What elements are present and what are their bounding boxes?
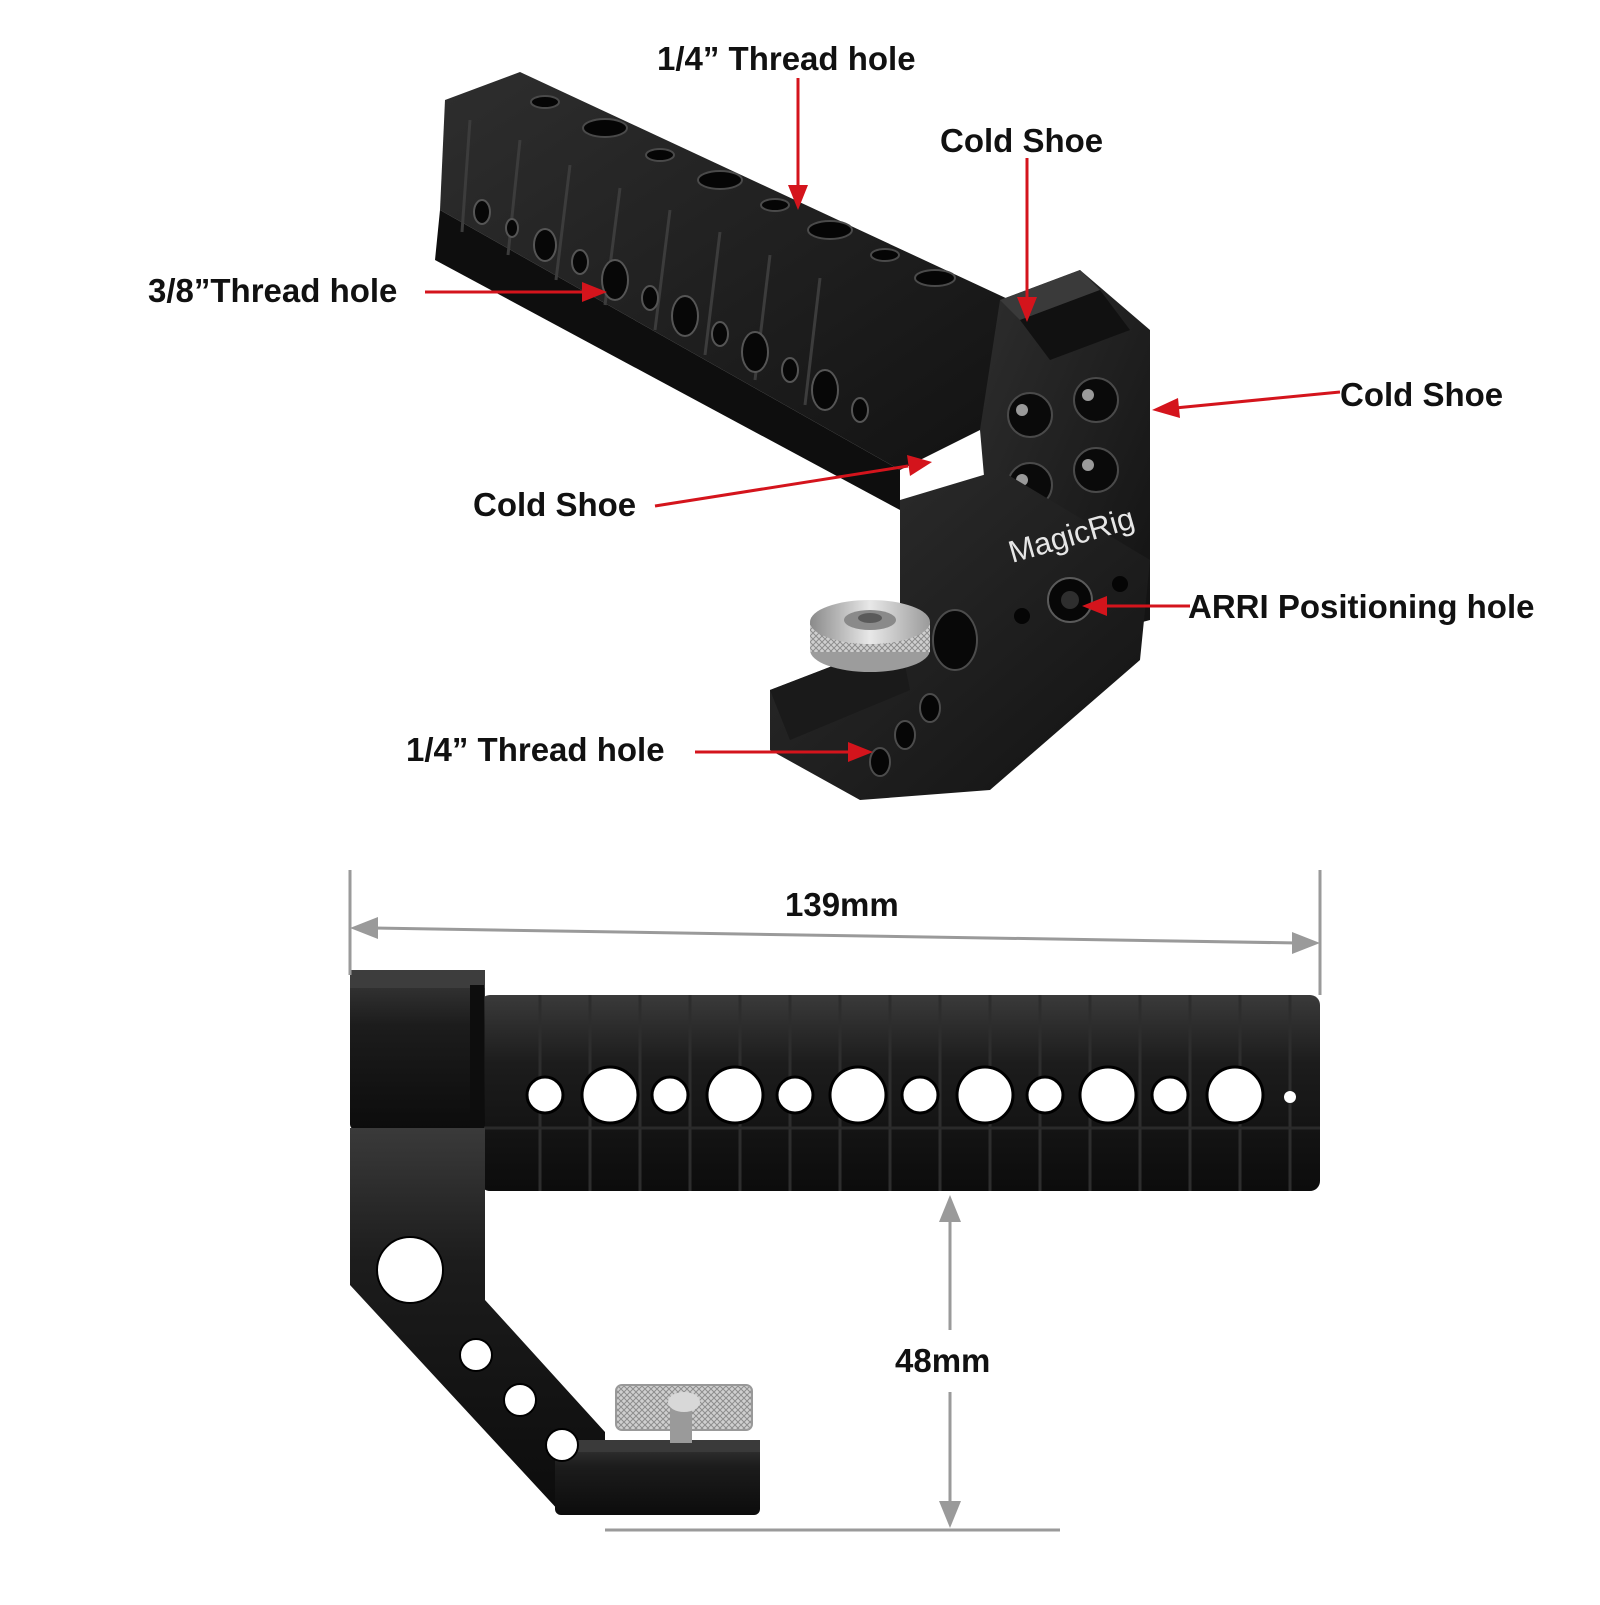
dimension-height-label: 48mm [895, 1342, 991, 1379]
callout-cold-shoe-top: Cold Shoe [940, 122, 1104, 159]
callout-quarter-thread-bottom: 1/4” Thread hole [406, 731, 665, 768]
side-thread-hole [580, 1065, 640, 1125]
side-pin-hole [1284, 1091, 1296, 1103]
perspective-bar-body [440, 72, 1010, 470]
side-thread-hole [775, 1075, 815, 1115]
side-knob [615, 1384, 753, 1443]
annotation-arrows [425, 78, 1341, 762]
handle-perspective-view [435, 72, 1150, 800]
side-thread-hole [705, 1065, 765, 1125]
callout-three-eighths-thread: 3/8”Thread hole [148, 272, 398, 309]
side-thread-hole [828, 1065, 888, 1125]
length-dimension-line [371, 926, 1299, 945]
perspective-knob [810, 600, 930, 672]
side-foot [555, 1440, 760, 1515]
handle-side-view [350, 970, 1320, 1515]
side-arm [350, 1128, 605, 1512]
side-thread-hole [900, 1075, 940, 1115]
side-thread-hole [1025, 1075, 1065, 1115]
callout-cold-shoe-right: Cold Shoe [1340, 376, 1504, 413]
side-thread-hole [650, 1075, 690, 1115]
callout-arri-positioning-hole: ARRI Positioning hole [1188, 588, 1535, 625]
dimension-length-label: 139mm [785, 886, 899, 923]
side-thread-hole [525, 1075, 565, 1115]
side-thread-hole [1205, 1065, 1265, 1125]
callout-quarter-thread-top: 1/4” Thread hole [657, 40, 916, 77]
callout-cold-shoe-middle: Cold Shoe [473, 486, 637, 523]
side-end-block [350, 970, 485, 1130]
dimension-lines [348, 870, 1322, 1532]
side-thread-hole [1078, 1065, 1138, 1125]
side-thread-hole [1150, 1075, 1190, 1115]
side-thread-hole [955, 1065, 1015, 1125]
